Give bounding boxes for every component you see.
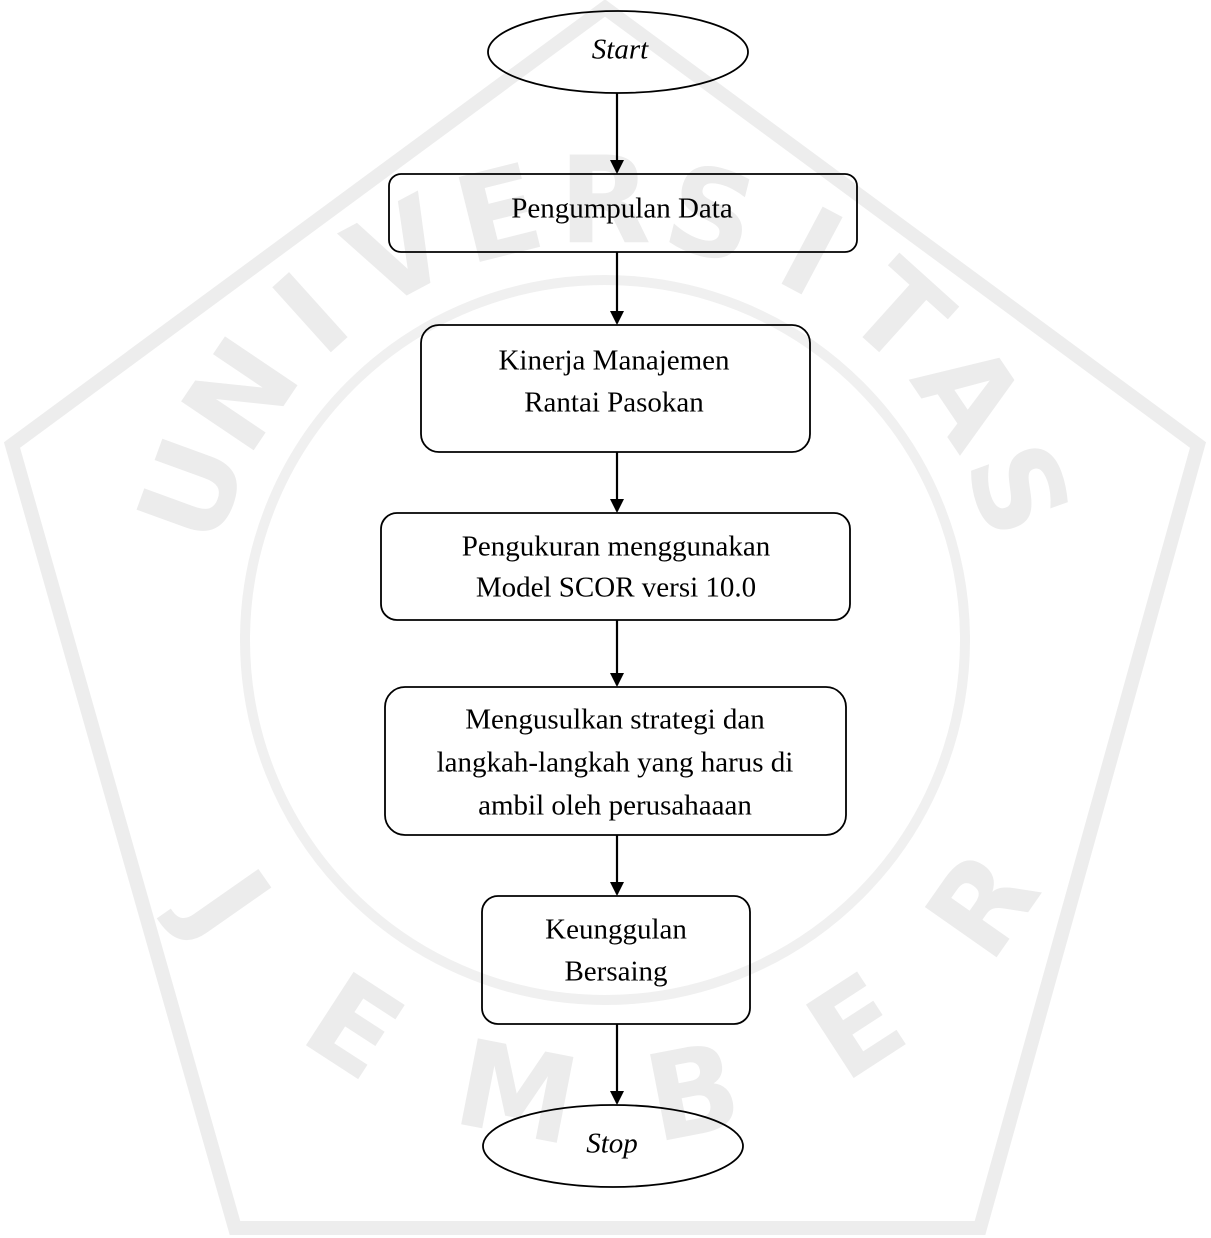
step-5-line-2: Bersaing [564,956,667,988]
step-5-line-1: Keunggulan [545,914,687,946]
step-kinerja-manajemen: Kinerja Manajemen Rantai Pasokan [420,324,811,453]
start-node: Start [487,10,749,94]
step-4-line-2: langkah-langkah yang harus di [437,747,794,779]
watermark-letter: E [281,947,425,1108]
watermark-letter: E [785,947,929,1108]
step-4-line-1: Mengusulkan strategi dan [465,704,765,736]
step-1-line-1: Pengumpulan Data [511,193,733,225]
watermark-pentagon-outline [3,0,1207,1235]
step-2-line-2: Rantai Pasokan [524,387,704,419]
step-mengusulkan-strategi: Mengusulkan strategi dan langkah-langkah… [384,686,847,836]
watermark-letter: M [445,1014,589,1173]
watermark-letter: R [559,133,651,272]
stop-node: Stop [482,1104,744,1188]
step-pengumpulan-data: Pengumpulan Data [388,173,858,253]
step-pengukuran-scor: Pengukuran menggunakan Model SCOR versi … [380,512,851,621]
watermark-letter: I [758,182,863,326]
watermark-letter: R [900,827,1067,982]
step-3-line-2: Model SCOR versi 10.0 [476,572,756,604]
watermark-circle [240,275,970,1005]
stop-label: Stop [586,1128,638,1160]
step-2-line-1: Kinerja Manajemen [498,345,730,377]
step-keunggulan-bersaing: Keunggulan Bersaing [481,895,751,1025]
step-3-line-1: Pengukuran menggunakan [462,531,771,563]
watermark-letter: J [153,841,297,963]
start-label: Start [592,34,649,66]
step-4-line-3: ambil oleh perusahaaan [478,790,752,822]
watermark-letter: B [635,1017,751,1171]
